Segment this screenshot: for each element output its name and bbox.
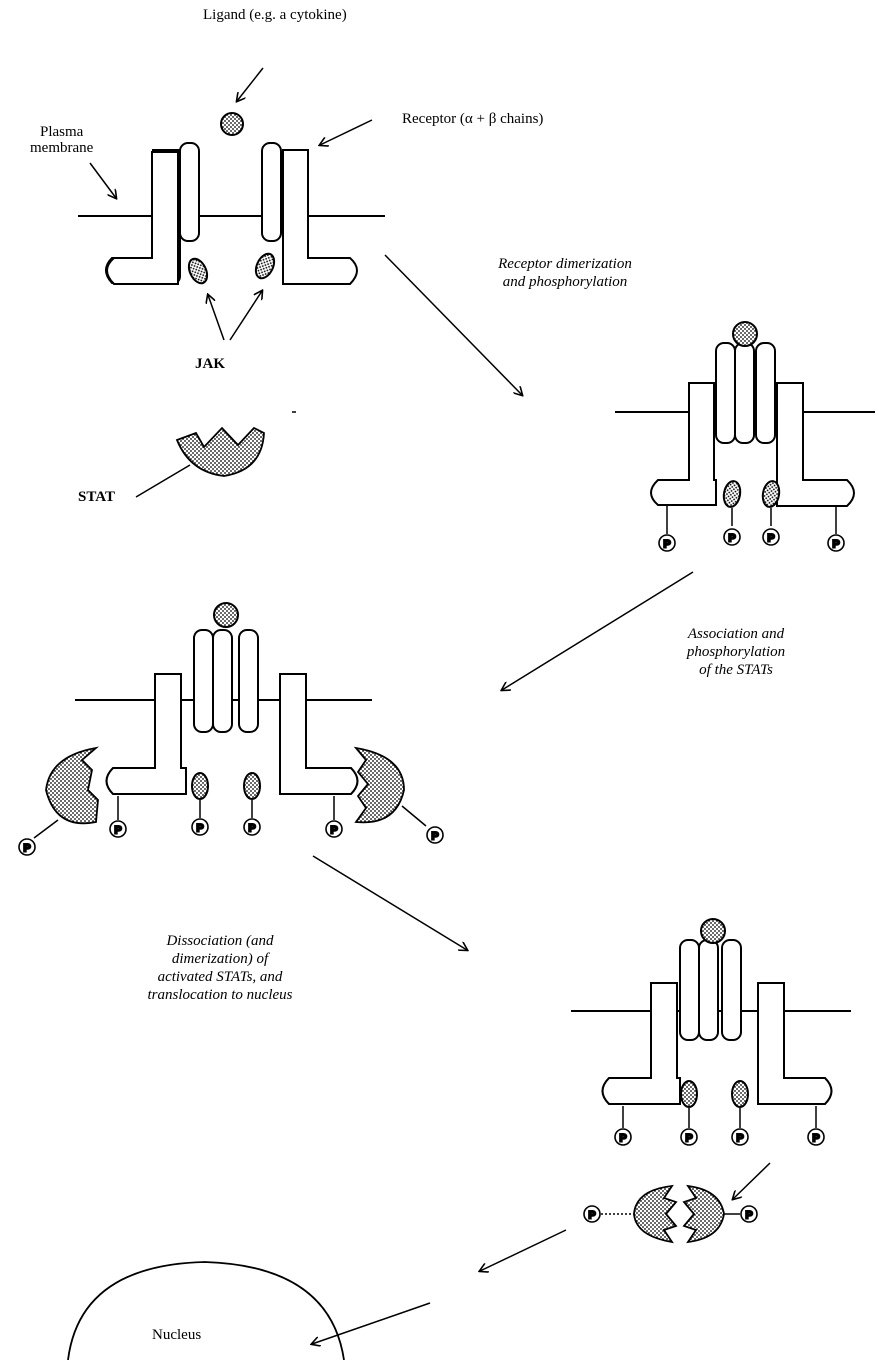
step3-caption-line: translocation to nucleus xyxy=(100,986,340,1004)
phosphate-icon xyxy=(724,529,740,545)
step2-caption-line: Association and xyxy=(646,625,826,643)
step3-caption: Dissociation (and dimerization) of activ… xyxy=(100,932,340,1004)
stat-icon xyxy=(46,748,98,823)
stat-dimer-right-icon xyxy=(684,1186,724,1242)
phosphate-icon xyxy=(326,821,342,837)
phosphate-icon xyxy=(192,819,208,835)
step1-caption-line: Receptor dimerization xyxy=(455,255,675,273)
stage2-receptor-dimer xyxy=(615,322,875,534)
stat-icon xyxy=(356,748,404,822)
receptor-label: Receptor (α + β chains) xyxy=(402,110,543,128)
step1-caption: Receptor dimerization and phosphorylatio… xyxy=(455,255,675,291)
phosphate-icon xyxy=(659,535,675,551)
phosphate-icon xyxy=(828,535,844,551)
jak-icon xyxy=(192,773,208,799)
jak-icon xyxy=(244,773,260,799)
receptor-chain-right xyxy=(262,143,281,241)
step2-caption-line: phosphorylation xyxy=(646,643,826,661)
nucleus-shape xyxy=(68,1262,344,1360)
plasma-membrane-label-line2: membrane xyxy=(30,140,93,156)
stat-label: STAT xyxy=(78,488,115,506)
ligand-icon xyxy=(214,603,238,627)
phosphate-icon xyxy=(19,839,35,855)
jak-icon xyxy=(722,480,742,508)
ligand-icon xyxy=(701,919,725,943)
plasma-membrane-label-line1: Plasma xyxy=(30,124,93,140)
receptor-chain-left xyxy=(180,143,199,241)
nucleus-label: Nucleus xyxy=(152,1326,201,1344)
phosphate-icon xyxy=(244,819,260,835)
stat-dimer-left-icon xyxy=(634,1186,676,1242)
jak-icon xyxy=(681,1081,697,1107)
ligand-icon xyxy=(221,113,243,135)
phosphate-icon xyxy=(110,821,126,837)
jak-label: JAK xyxy=(195,355,225,373)
phosphate-icon xyxy=(808,1129,824,1145)
step2-caption: Association and phosphorylation of the S… xyxy=(646,625,826,679)
step1-caption-line: and phosphorylation xyxy=(455,273,675,291)
ligand-label: Ligand (e.g. a cytokine) xyxy=(203,6,347,24)
plasma-membrane-label: Plasma membrane xyxy=(30,124,93,156)
step2-caption-line: of the STATs xyxy=(646,661,826,679)
phosphate-icon xyxy=(427,827,443,843)
stat-icon xyxy=(177,428,264,476)
phosphate-icon xyxy=(732,1129,748,1145)
phosphate-icon xyxy=(615,1129,631,1145)
jak-icon xyxy=(732,1081,748,1107)
step3-caption-line: Dissociation (and xyxy=(100,932,340,950)
stage3-stat-association xyxy=(34,603,426,838)
jak-left-icon xyxy=(185,256,210,286)
stage1-receptor-complex xyxy=(78,68,385,497)
jak-right-icon xyxy=(252,251,277,281)
phosphate-icon xyxy=(584,1206,600,1222)
phosphate-icon xyxy=(681,1129,697,1145)
ligand-icon xyxy=(733,322,757,346)
phosphate-icon xyxy=(741,1206,757,1222)
phosphate-icon xyxy=(763,529,779,545)
step3-caption-line: dimerization) of xyxy=(100,950,340,968)
step3-caption-line: activated STATs, and xyxy=(100,968,340,986)
